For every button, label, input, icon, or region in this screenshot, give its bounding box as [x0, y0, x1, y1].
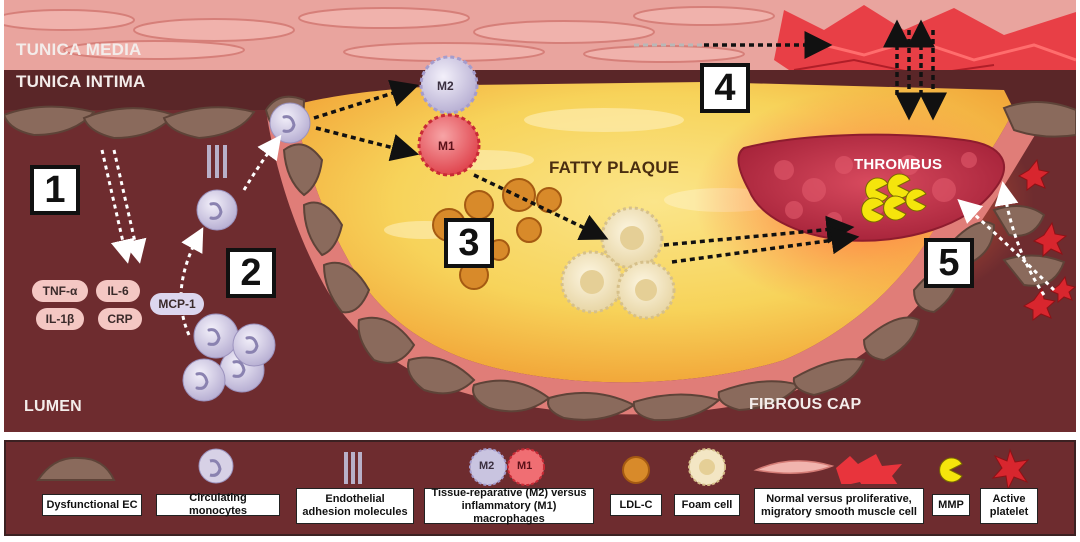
black-arrows — [313, 19, 947, 264]
artery-illustration — [0, 0, 1077, 432]
foam-cells — [560, 206, 676, 320]
macrophage-icons — [469, 448, 545, 486]
cytokine-tnf-alpha: TNF-α — [32, 280, 88, 302]
circulating-monocytes — [182, 102, 311, 402]
macrophage-m2 — [419, 55, 479, 115]
step-2-marker: 2 — [226, 248, 276, 298]
legend-macrophages: Tissue-reparative (M2) versus inflammato… — [424, 487, 594, 525]
cytokine-crp: CRP — [98, 308, 142, 330]
monocyte-icon — [198, 448, 234, 484]
legend-mmp: MMP — [932, 494, 970, 516]
legend-m1-tag: M1 — [517, 460, 533, 472]
thrombus-label: THROMBUS — [854, 156, 943, 173]
ldl-icon — [622, 456, 650, 484]
mmp-icon — [939, 457, 963, 483]
tunica-intima-label: TUNICA INTIMA — [16, 72, 146, 91]
adhesion-molecule-icon — [344, 452, 362, 484]
adhesion-molecules — [207, 145, 227, 178]
smooth-muscle-icon — [753, 454, 902, 484]
endothelial-lining — [264, 95, 996, 422]
legend-m2-tag: M2 — [479, 460, 495, 472]
legend-circulating-monocytes: Circulating monocytes — [156, 492, 280, 517]
foam-cell-icon — [688, 448, 726, 486]
lumen-label: LUMEN — [24, 398, 82, 415]
fibrous-cap-layer — [266, 105, 1044, 415]
legend-smooth-muscle: Normal versus proliferative, migratory s… — [754, 488, 924, 524]
m1-label: M1 — [438, 139, 455, 153]
fatty-plaque-label: FATTY PLAQUE — [549, 158, 680, 177]
legend-dysfunctional-ec: Dysfunctional EC — [42, 494, 142, 516]
active-platelets — [1017, 158, 1077, 321]
legend-panel: Dysfunctional EC Circulating monocytes E… — [4, 440, 1076, 536]
tunica-media-label: TUNICA MEDIA — [16, 40, 142, 59]
legend-foam-cell: Foam cell — [674, 494, 740, 516]
legend-adhesion-molecules: Endothelial adhesion molecules — [296, 488, 414, 524]
step-1-marker: 1 — [30, 165, 80, 215]
dysfunctional-ec-icon — [36, 456, 116, 481]
mmp-cluster — [861, 173, 927, 223]
left-endothelium — [2, 105, 256, 140]
cytokine-il1b: IL-1β — [36, 308, 84, 330]
step-5-marker: 5 — [924, 238, 974, 288]
step-4-marker: 4 — [700, 63, 750, 113]
white-arrows — [100, 134, 1056, 336]
m2-label: M2 — [437, 79, 454, 93]
legend-ldl: LDL-C — [610, 494, 662, 516]
atherosclerosis-scene: TUNICA MEDIA TUNICA INTIMA LUMEN FATTY P… — [0, 0, 1077, 432]
cytokine-il6: IL-6 — [96, 280, 140, 302]
fibrous-cap-label: FIBROUS CAP — [749, 396, 862, 413]
chemokine-mcp1: MCP-1 — [150, 293, 204, 315]
step-3-marker: 3 — [444, 218, 494, 268]
active-platelet-icon — [991, 448, 1030, 488]
legend-active-platelet: Active platelet — [980, 488, 1038, 524]
